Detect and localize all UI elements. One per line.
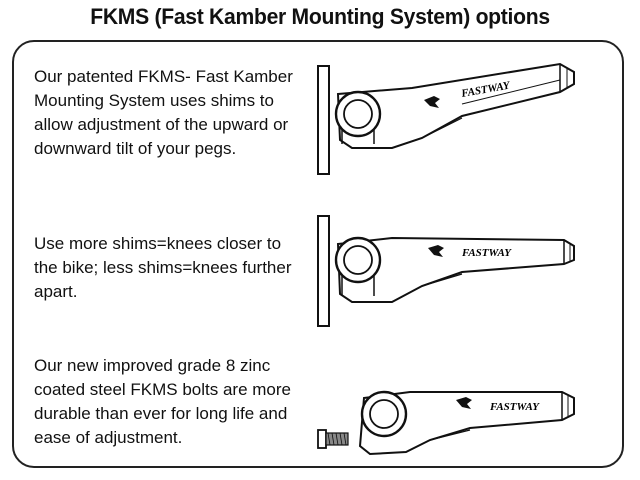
peg-logo-text: FASTWAY <box>461 247 512 259</box>
paragraph-bolts: Our new improved grade 8 zinc coated ste… <box>34 356 292 447</box>
mount-plate <box>317 215 330 327</box>
fastway-logo-icon <box>428 245 444 257</box>
mount-plate <box>317 65 330 175</box>
page-title: FKMS (Fast Kamber Mounting System) optio… <box>90 4 550 29</box>
peg-logo-text: FASTWAY <box>489 401 540 413</box>
content-frame <box>12 40 624 468</box>
peg-illustration-level: FASTWAY <box>317 215 575 327</box>
fastway-logo-icon <box>456 397 472 409</box>
peg-illustration-tilt-up: FASTWAY <box>317 62 575 175</box>
peg-body <box>336 236 575 303</box>
fastway-logo-icon <box>424 96 440 108</box>
peg-illustration-bolt: FASTWAY <box>317 390 575 456</box>
peg-body <box>336 62 575 149</box>
peg-body <box>358 391 575 456</box>
paragraph-shims-knees: Use more shims=knees closer to the bike;… <box>34 234 292 301</box>
bolt-head <box>317 429 327 449</box>
paragraph-fkms-intro: Our patented FKMS- Fast Kamber Mounting … <box>34 67 293 158</box>
